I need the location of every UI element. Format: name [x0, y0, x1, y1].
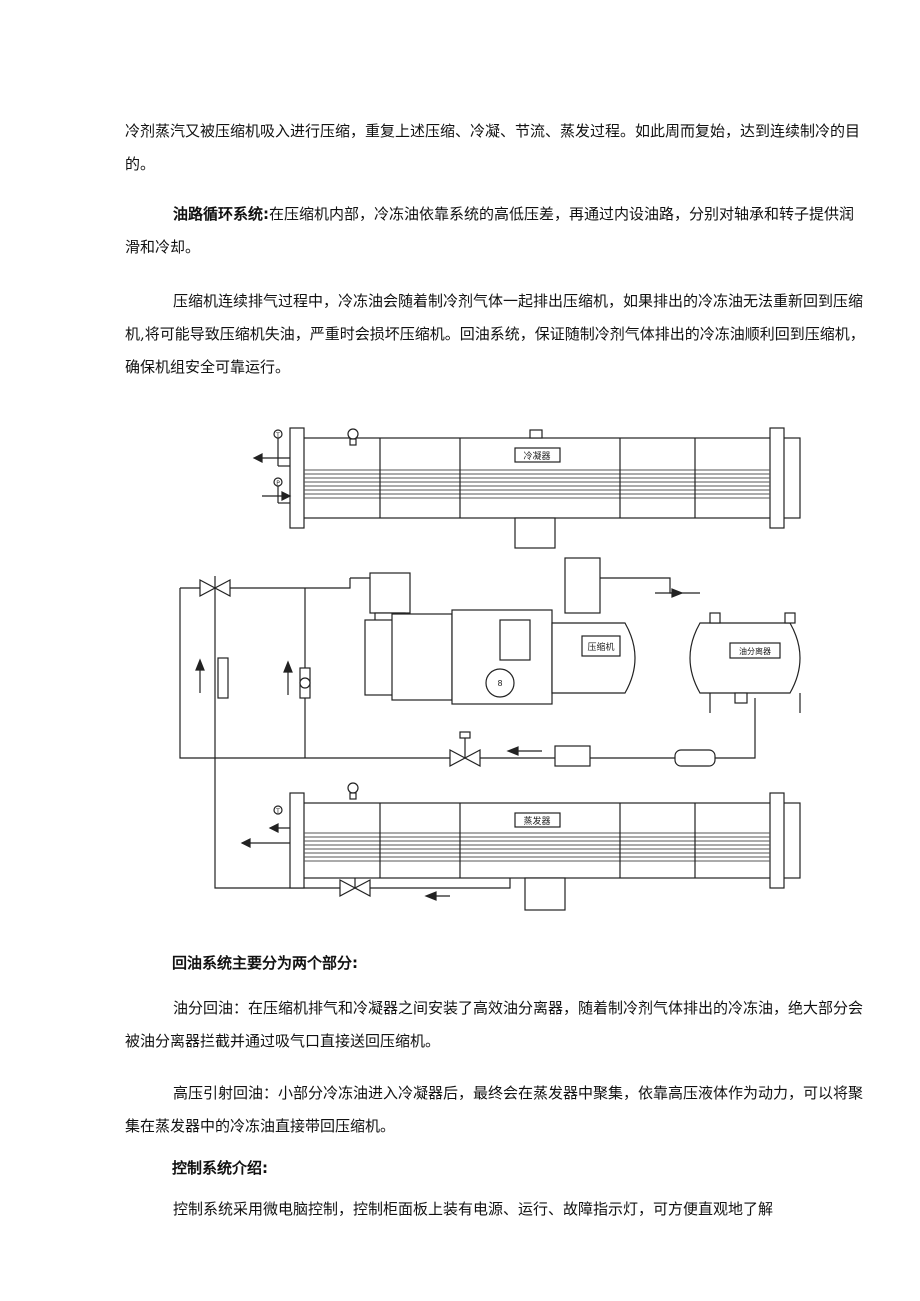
paragraph-oil-separator-return: 油分回油：在压缩机排气和冷凝器之间安装了高效油分离器，随着制冷剂气体排出的冷冻油… [125, 999, 864, 1050]
paragraph-high-pressure-ejector: 高压引射回油：小部分冷冻油进入冷凝器后，最终会在蒸发器中聚集，依靠高压液体作为动… [125, 1084, 864, 1135]
paragraph-oil-circuit: 油路循环系统:在压缩机内部，冷冻油依靠系统的高低压差，再通过内设油路，分别对轴承… [125, 198, 865, 264]
evaporator-label: 蒸发器 [523, 815, 550, 827]
condenser-pressure-label: P [276, 480, 280, 487]
refrigeration-system-diagram: 冷凝器 蒸发器 压缩机 油分离器 T P T 8 [179, 427, 801, 911]
compressor [364, 557, 636, 705]
condenser-label: 冷凝器 [523, 450, 550, 462]
sight-glass-label: 8 [497, 679, 502, 688]
flow-arrows [195, 588, 684, 901]
paragraph-cycle-end: 冷剂蒸汽又被压缩机吸入进行压缩，重复上述压缩、冷凝、节流、蒸发过程。如此周而复始… [125, 122, 861, 173]
heading-oil-return-parts: 回油系统主要分为两个部分: [172, 954, 358, 972]
compressor-label: 压缩机 [587, 641, 614, 653]
oil-separator [689, 612, 801, 713]
condenser-shell [289, 427, 801, 549]
evaporator-gauge-label: T [275, 808, 280, 815]
condenser-water-gauges [252, 429, 292, 504]
condenser-gauge-label: T [275, 432, 280, 439]
oil-circuit-text: 在压缩机内部，冷冻油依靠系统的高低压差，再通过内设油路，分别对轴承和转子提供润滑… [125, 205, 855, 256]
oil-separator-label: 油分离器 [739, 646, 771, 656]
heading-control-system: 控制系统介绍: [172, 1159, 268, 1177]
evaporator-shell [240, 782, 801, 911]
paragraph-oil-return-intro: 压缩机连续排气过程中，冷冻油会随着制冷剂气体一起排出压缩机，如果排出的冷冻油无法… [125, 292, 865, 376]
oil-circuit-label: 油路循环系统: [173, 205, 269, 223]
paragraph-control-system: 控制系统采用微电脑控制，控制柜面板上装有电源、运行、故障指示灯，可方便直观地了解 [173, 1200, 774, 1218]
